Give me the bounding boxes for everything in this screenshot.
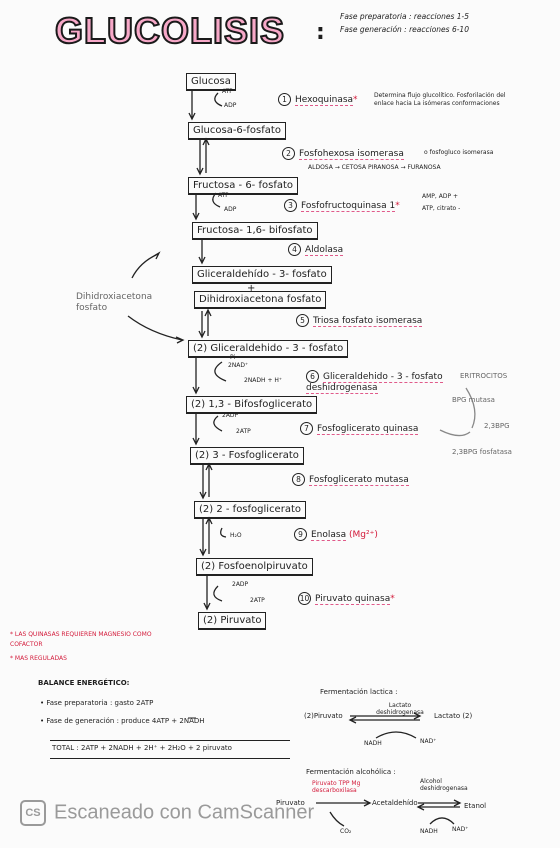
alcoholica-etanol: Etanol	[464, 802, 487, 810]
cof-atp-1: ATP	[222, 88, 233, 95]
alcoholica-nadh: NADH	[420, 828, 438, 835]
metabolite-glucosa-6p: Glucosa-6-fosfato	[188, 122, 286, 140]
alcoholica-nad: NAD⁺	[452, 826, 469, 833]
alcoholica-title: Fermentación alcohólica :	[306, 768, 396, 776]
note-reguladas: * MAS REGULADAS	[10, 655, 67, 662]
eritro-23bpg: 2,3BPG	[484, 422, 510, 430]
cof-2atp-7: 2ATP	[236, 428, 251, 435]
title-colon: :	[316, 20, 325, 45]
metabolite-fructosa-16bp: Fructosa- 1,6- bifosfato	[192, 222, 318, 240]
metabolite-3pg: (2) 3 - Fosfoglicerato	[190, 447, 304, 465]
alcoholica-co2: CO₂	[340, 828, 352, 835]
cof-h2o: H₂O	[230, 532, 242, 539]
balance-title: BALANCE ENERGÉTICO:	[38, 679, 130, 687]
balance-l2: • Fase de generación : produce 4ATP + 2N…	[40, 717, 205, 725]
lactica-lactato: Lactato (2)	[434, 712, 473, 720]
page-title: GLUCOLISIS	[54, 9, 286, 52]
cof-adp-3: ADP	[224, 206, 237, 213]
cof-2adp-7: 2ADP	[222, 412, 239, 419]
cof-nad: 2NAD⁺	[228, 362, 249, 369]
cof-pi: Pi	[230, 354, 236, 361]
cof-nadh: 2NADH + H⁺	[244, 377, 283, 384]
note-quinasas: * LAS QUINASAS REQUIEREN MAGNESIO COMO C…	[10, 631, 152, 648]
metabolite-2pg: (2) 2 - fosfoglicerato	[194, 501, 306, 519]
lactica-piruvato: (2)Piruvato	[304, 712, 343, 720]
enzyme-3-reg1: AMP, ADP +	[422, 193, 458, 200]
balance-l1: • Fase preparatoria : gasto 2ATP	[40, 699, 154, 707]
lactica-nad: NAD⁺	[420, 738, 437, 745]
cof-atp-3: ATP	[218, 192, 229, 199]
lactica-nadh: NADH	[364, 740, 382, 747]
cof-adp-1: ADP	[224, 102, 237, 109]
metabolite-piruvato: (2) Piruvato	[198, 612, 267, 630]
cof-2atp-10: 2ATP	[250, 597, 265, 604]
phase-1: Fase preparatoria : reacciones 1-5	[340, 12, 470, 21]
metabolite-dhap: Dihidroxiacetona fosfato	[194, 291, 327, 309]
metabolite-2-gap: (2) Gliceraldehido - 3 - fosfato	[188, 340, 349, 358]
metabolite-pep: (2) Fosfoenolpiruvato	[196, 558, 313, 576]
enzyme-1-note: Determina flujo glucolítico. Fosforilaci…	[374, 92, 506, 107]
metabolite-13bpg: (2) 1,3 - Bifosfoglicerato	[186, 396, 318, 414]
cof-2adp-10: 2ADP	[232, 581, 249, 588]
eritro-bpg-mutasa: BPG mutasa	[452, 396, 495, 404]
camscanner-logo-icon: CS	[20, 800, 46, 826]
enzyme-3-reg2: ATP, citrato -	[422, 205, 461, 212]
metabolite-glucosa: Glucosa	[186, 73, 236, 91]
alcoholica-piruvato: Piruvato	[276, 799, 305, 807]
phase-2: Fase generación : reacciones 6-10	[340, 25, 469, 34]
alcoholica-enz1: Piruvato TPP Mg descarboxilasa	[312, 780, 361, 794]
enzyme-2-extra: o fosfogluco isomerasa	[424, 149, 494, 156]
metabolite-fructosa-6p: Fructosa - 6- fosfato	[188, 177, 298, 195]
lactica-title: Fermentación lactica :	[320, 688, 398, 696]
lactica-enzyme: Lactato deshidrogenasa	[376, 702, 424, 716]
alcoholica-acetaldehido: Acetaldehído	[372, 799, 418, 807]
balance-line-bottom	[50, 758, 290, 759]
alcoholica-enz2: Alcohol deshidrogenasa	[420, 778, 468, 792]
eritro-title: ERITROCITOS	[460, 372, 508, 380]
eritro-fosfatasa: 2,3BPG fosfatasa	[452, 448, 512, 456]
balance-total: TOTAL : 2ATP + 2NADH + 2H⁺ + 2H₂O + 2 pi…	[52, 744, 232, 752]
metabolite-gliceraldehido-3p: Gliceraldehído - 3- fosfato	[192, 266, 332, 284]
side-label-dhap: Dihidroxiacetona fosfato	[76, 292, 153, 313]
balance-line-top	[50, 740, 290, 741]
enzyme-2-note: ALDOSA → CETOSA PIRANOSA → FURANOSA	[308, 164, 441, 171]
plus-sign: +	[247, 283, 256, 294]
